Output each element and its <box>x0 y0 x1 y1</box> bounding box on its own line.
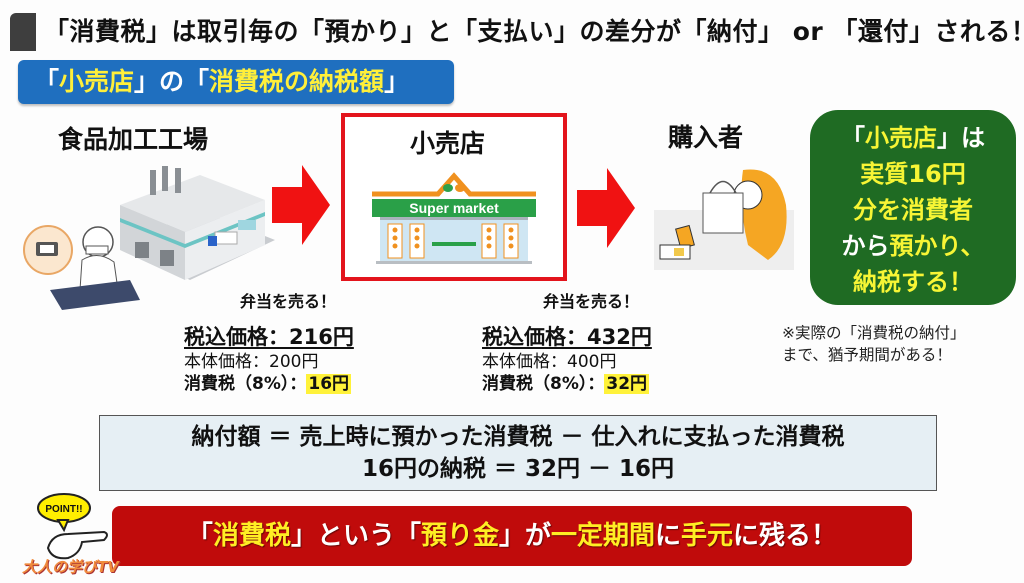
price-block-retailer: 税込価格：432円 本体価格：400円 消費税（8%）：32円 <box>482 323 652 395</box>
subtitle-bracket: 」 <box>384 67 410 96</box>
consumption-tax-row: 消費税（8%）：16円 <box>184 373 354 395</box>
subtitle-bracket: 「 <box>34 67 60 96</box>
tax-value: 32円 <box>604 374 650 394</box>
callout-line: 「小売店」は <box>841 124 985 152</box>
arrow-right-icon <box>272 165 330 245</box>
formula-definition: 納付額 ＝ 売上時に預かった消費税 － 仕入れに支払った消費税 <box>191 424 845 450</box>
subtitle-connector: 」の「 <box>134 67 210 96</box>
price-block-factory: 税込価格：216円 本体価格：200円 消費税（8%）：16円 <box>184 323 354 395</box>
tax-value: 16円 <box>306 374 352 394</box>
base-price: 本体価格：400円 <box>482 352 617 372</box>
callout-line: から預かり、 <box>841 232 985 260</box>
callout-line: 実質16円 <box>860 160 966 188</box>
section-subtitle: 「小売店」の「消費税の納税額」 <box>18 60 454 104</box>
callout-line: 納税する！ <box>853 268 973 296</box>
factory-label: 食品加工工場 <box>58 125 209 154</box>
buyer-label: 購入者 <box>668 123 744 152</box>
point-badge-text: POINT!! <box>45 504 82 515</box>
pointing-hand-icon: POINT!! <box>37 493 108 560</box>
tax-included-price: 税込価格：216円 <box>184 325 354 349</box>
tax-included-price: 税込価格：432円 <box>482 325 652 349</box>
tax-formula-box: 納付額 ＝ 売上時に預かった消費税 － 仕入れに支払った消費税 16円の納税 ＝… <box>99 415 937 491</box>
base-price: 本体価格：200円 <box>184 352 319 372</box>
page-title: 「消費税」は取引毎の「預かり」と「支払い」の差分が「納付」 or 「還付」される… <box>44 17 1024 46</box>
note-line: まで、猶予期間がある！ <box>782 346 952 364</box>
subtitle-retailer: 小売店 <box>59 67 135 96</box>
arrow-right-icon <box>577 168 635 248</box>
factory-icon <box>23 166 275 310</box>
retailer-tax-callout: 「小売店」は 実質16円 分を消費者 から預かり、 納税する！ <box>810 110 1016 305</box>
callout-line: 分を消費者 <box>853 196 973 224</box>
key-point-banner: 「消費税」という「預り金」が一定期間に手元に残る！ <box>112 506 912 566</box>
sale-action-1: 弁当を売る！ <box>240 292 337 311</box>
tax-label: 消費税（8%）： <box>482 374 605 394</box>
note-line: ※実際の「消費税の納付」 <box>782 324 966 342</box>
retailer-label: 小売店 <box>410 129 486 158</box>
shopper-paying-icon <box>654 169 794 270</box>
grace-period-note: ※実際の「消費税の納付」 まで、猶予期間がある！ <box>782 322 966 366</box>
supermarket-icon: Super market <box>372 172 536 264</box>
channel-watermark: 大人の学びTV <box>22 558 119 576</box>
tax-label: 消費税（8%）： <box>184 374 307 394</box>
sale-action-2: 弁当を売る！ <box>543 292 640 311</box>
formula-example: 16円の納税 ＝ 32円 － 16円 <box>361 456 675 482</box>
store-sign-text: Super market <box>409 200 499 216</box>
consumption-tax-row: 消費税（8%）：32円 <box>482 373 652 395</box>
subtitle-tax-amount: 消費税の納税額 <box>209 67 385 96</box>
title-marker <box>10 13 36 51</box>
